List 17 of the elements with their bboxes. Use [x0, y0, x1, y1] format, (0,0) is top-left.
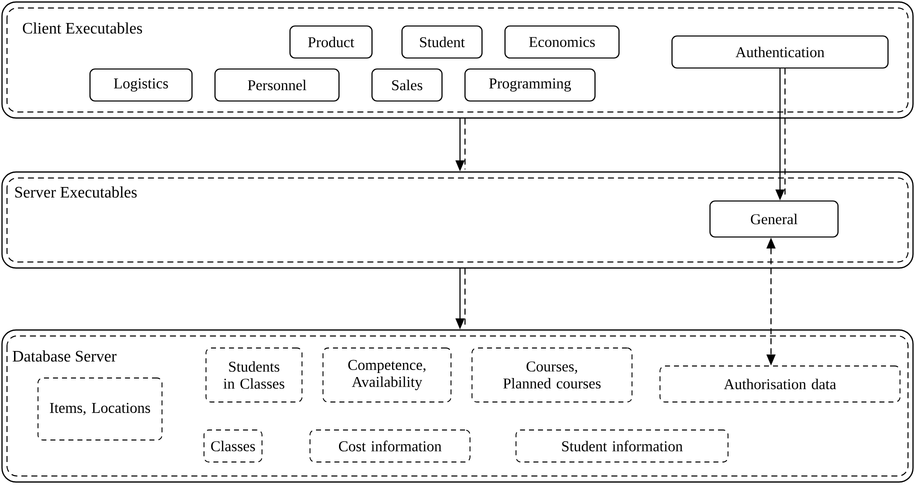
- module-box: Logistics: [89, 68, 193, 102]
- module-box: Sales: [371, 68, 443, 102]
- module-box: Authentication: [671, 35, 889, 69]
- data-box: Cost information: [310, 430, 470, 462]
- data-box: Competence, Availability: [322, 348, 452, 402]
- data-box: Student information: [516, 430, 728, 462]
- data-box: Classes: [204, 430, 262, 462]
- module-box: Economics: [504, 25, 620, 59]
- module-box: Student: [401, 25, 483, 59]
- data-box: Students in Classes: [206, 348, 302, 402]
- data-box: Authorisation data: [660, 366, 900, 402]
- module-box: General: [709, 200, 839, 238]
- module-box: Programming: [464, 68, 596, 102]
- data-box: Items, Locations: [38, 378, 162, 440]
- module-box: Product: [289, 25, 373, 59]
- module-box: Personnel: [214, 68, 340, 102]
- data-box: Courses, Planned courses: [472, 348, 632, 402]
